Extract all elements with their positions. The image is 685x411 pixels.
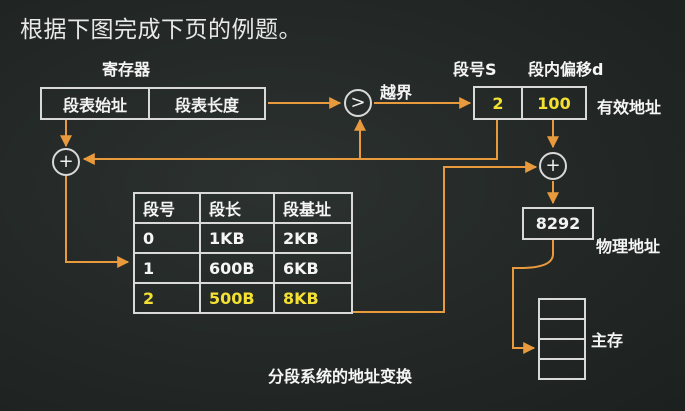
table-header: 段号 bbox=[133, 192, 201, 224]
table-row: 0 1KB 2KB bbox=[133, 222, 353, 254]
register-caption: 寄存器 bbox=[102, 60, 151, 79]
table-cell: 0 bbox=[133, 222, 201, 254]
table-cell: 8KB bbox=[273, 282, 353, 314]
main-memory bbox=[538, 298, 586, 380]
greater-than-comparator-icon: > bbox=[344, 89, 372, 117]
page-title: 根据下图完成下页的例题。 bbox=[20, 17, 302, 43]
table-cell: 1KB bbox=[199, 222, 275, 254]
segment-table: 段号 段长 段基址 0 1KB 2KB 1 600B 6KB 2 500B 8K… bbox=[133, 192, 353, 314]
table-row: 1 600B 6KB bbox=[133, 252, 353, 284]
table-cell: 2 bbox=[133, 282, 201, 314]
physical-address-value: 8292 bbox=[522, 207, 594, 240]
logical-address-caption: 有效地址 bbox=[597, 98, 662, 117]
table-cell: 2KB bbox=[273, 222, 353, 254]
segment-number-value: 2 bbox=[473, 86, 523, 120]
segment-number-header: 段号S bbox=[453, 60, 497, 79]
table-cell: 600B bbox=[199, 252, 275, 284]
arrow-segment-split bbox=[360, 120, 498, 160]
offset-header: 段内偏移d bbox=[528, 60, 604, 79]
table-header: 段基址 bbox=[273, 192, 353, 224]
memory-cell bbox=[540, 300, 584, 320]
plus-adder-icon: + bbox=[52, 148, 80, 176]
arrow-adder-to-table bbox=[65, 176, 130, 268]
physical-address-caption: 物理地址 bbox=[596, 237, 661, 256]
table-cell: 500B bbox=[199, 282, 275, 314]
table-cell: 6KB bbox=[273, 252, 353, 284]
table-cell: 1 bbox=[133, 252, 201, 284]
out-of-bounds-label: 越界 bbox=[380, 83, 413, 102]
diagram-caption: 分段系统的地址变换 bbox=[268, 367, 413, 386]
memory-cell bbox=[540, 320, 584, 340]
offset-value: 100 bbox=[521, 86, 587, 120]
table-row-highlighted: 2 500B 8KB bbox=[133, 282, 353, 314]
segment-table-start-register: 段表始址 bbox=[40, 87, 150, 120]
table-header: 段长 bbox=[199, 192, 275, 224]
main-memory-caption: 主存 bbox=[591, 331, 624, 350]
segment-table-length-register: 段表长度 bbox=[148, 87, 266, 120]
memory-cell bbox=[540, 340, 584, 360]
arrow-base-to-adder bbox=[352, 161, 538, 313]
plus-adder-icon: + bbox=[539, 152, 567, 180]
table-header-row: 段号 段长 段基址 bbox=[133, 192, 353, 224]
memory-cell bbox=[540, 360, 584, 378]
